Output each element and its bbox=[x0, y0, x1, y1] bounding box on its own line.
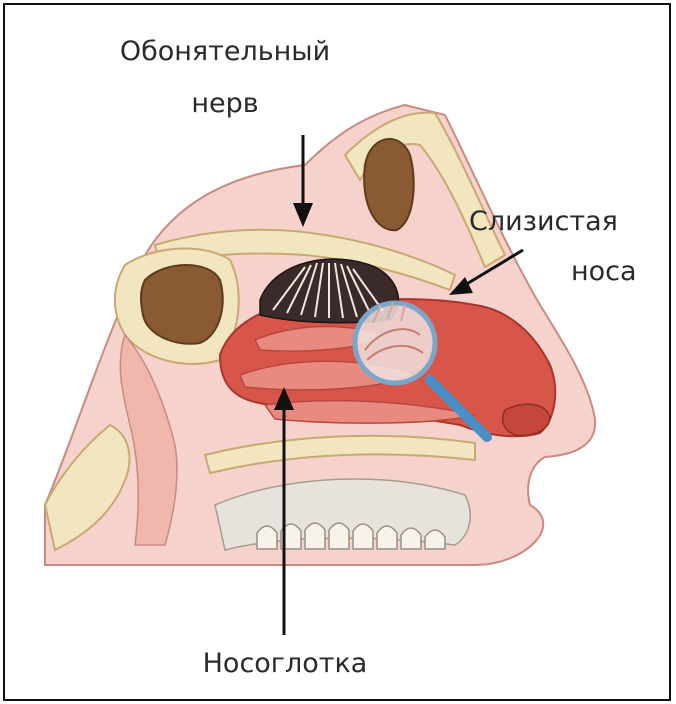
nasal-mucosa-label-line1: Слизистая bbox=[469, 205, 618, 239]
figure-frame: Обонятельный нерв Слизистая носа Носогло… bbox=[3, 3, 671, 701]
nasopharynx-label: Носоглотка bbox=[135, 647, 435, 681]
sphenoid-sinus bbox=[141, 265, 223, 344]
nasal-mucosa-label-line2: носа bbox=[571, 255, 637, 289]
olfactory-nerve-label-line1: Обонятельный bbox=[75, 35, 375, 69]
olfactory-nerve-label-line2: нерв bbox=[75, 87, 375, 121]
